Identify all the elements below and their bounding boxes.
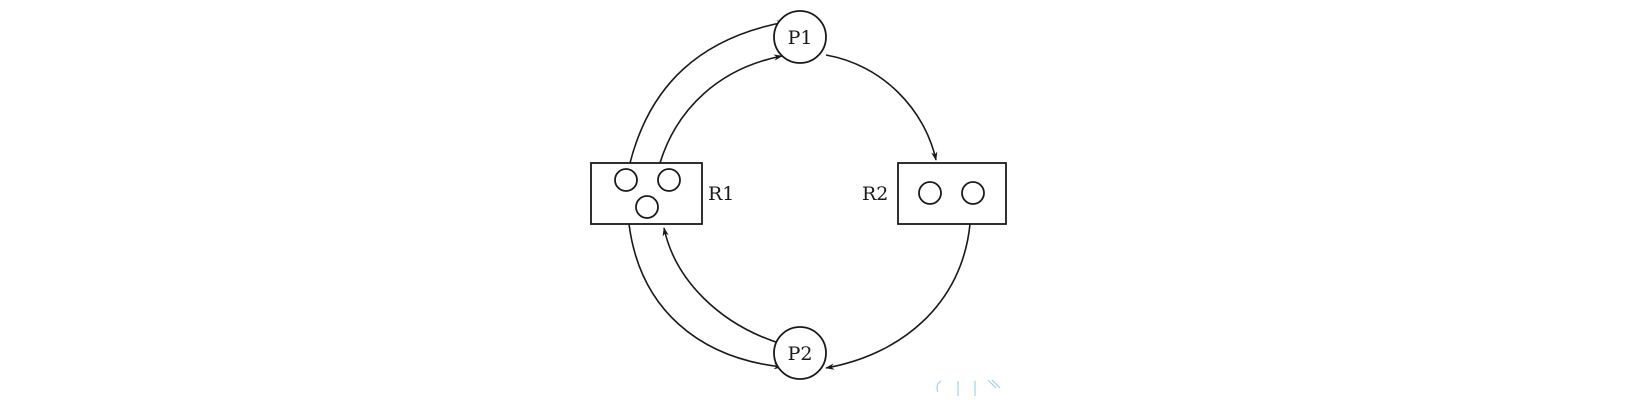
resource-r1-instance-3 <box>635 195 659 219</box>
process-p2: P2 <box>773 326 827 380</box>
resource-r1-label: R1 <box>708 183 734 205</box>
resource-r2-instance-1 <box>918 181 942 205</box>
edge-r1-p2 <box>628 223 783 370</box>
resource-r2-box <box>897 162 1007 225</box>
edges <box>628 20 971 370</box>
resource-r2-label: R2 <box>862 183 888 205</box>
resource-r1-instance-1 <box>614 168 638 192</box>
edge-r2-p2 <box>825 223 971 370</box>
process-p2-circle <box>773 326 827 380</box>
watermark-mark <box>936 379 1001 396</box>
resource-r1: R1 <box>590 162 734 225</box>
process-p1: P1 <box>773 10 827 64</box>
process-p2-label: P2 <box>788 343 813 365</box>
resource-r2: R2 <box>862 162 1007 225</box>
edge-r1-p1-inner <box>659 54 783 164</box>
edge-p1-r2 <box>825 54 938 161</box>
process-p1-label: P1 <box>788 27 813 49</box>
resource-r2-instance-2 <box>961 181 985 205</box>
resource-r1-instance-2 <box>657 168 681 192</box>
process-p1-circle <box>773 10 827 64</box>
edge-p2-r1 <box>662 227 783 345</box>
edge-r1-p1-outer <box>629 20 786 164</box>
